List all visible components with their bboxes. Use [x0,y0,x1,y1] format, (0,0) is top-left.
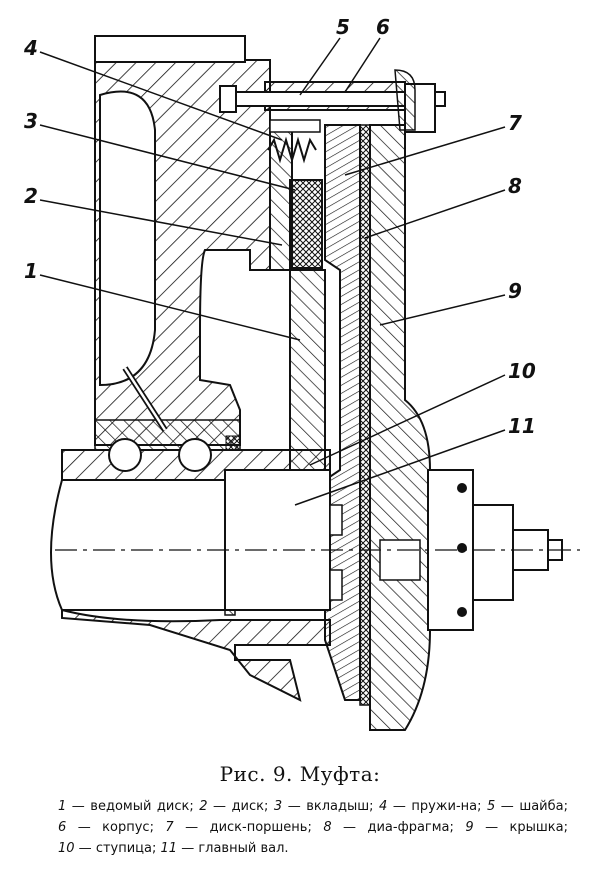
legend-item: 7 — диск-поршень; [165,820,312,835]
callout-10: 10 [508,359,536,383]
driven-disc [289,269,326,471]
legend-item: 11 — главный вал. [160,841,289,856]
figure-caption: Рис. 9. Муфта: [219,762,381,786]
legend-item: 1 — ведомый диск; [58,799,194,814]
cover [369,124,431,731]
disc-and-liner [269,129,323,271]
legend-item: 3 — вкладыш; [273,799,374,814]
top-bolt [219,69,446,133]
callout-4: 4 [23,36,38,60]
callout-8: 8 [508,174,522,198]
ball-bearing [94,419,241,472]
grease-nipple [122,366,168,432]
legend-item: 5 — шайба; [487,799,568,814]
callout-9: 9 [508,279,522,303]
legend-item: 6 — корпус; [58,820,154,835]
disc-piston [324,124,361,701]
callout-6: 6 [376,15,390,39]
legend-item: 2 — диск; [199,799,269,814]
leader-lines [39,37,506,506]
legend-item: 8 — диа-фрагма; [323,820,454,835]
callout-3: 3 [24,109,38,133]
hub-and-shaft [224,469,343,611]
legend-item: 9 — крышка; [465,820,568,835]
callout-2: 2 [24,184,38,208]
callout-5: 5 [336,15,350,39]
clutch-cross-section-drawing: 4 3 2 1 5 6 7 8 9 10 11 [23,15,580,731]
callout-numbers: 4 3 2 1 5 6 7 8 9 10 11 [23,15,536,438]
diaphragm [359,124,371,706]
callout-7: 7 [508,111,522,135]
callout-1: 1 [24,259,38,283]
housing-body [94,35,271,446]
callout-11: 11 [508,414,536,438]
legend-item: 4 — пружи-на; [379,799,482,814]
figure-legend: 1 — ведомый диск; 2 — диск; 3 — вкладыш;… [58,796,568,859]
legend-item: 10 — ступица; [58,841,157,856]
spring [267,119,321,164]
